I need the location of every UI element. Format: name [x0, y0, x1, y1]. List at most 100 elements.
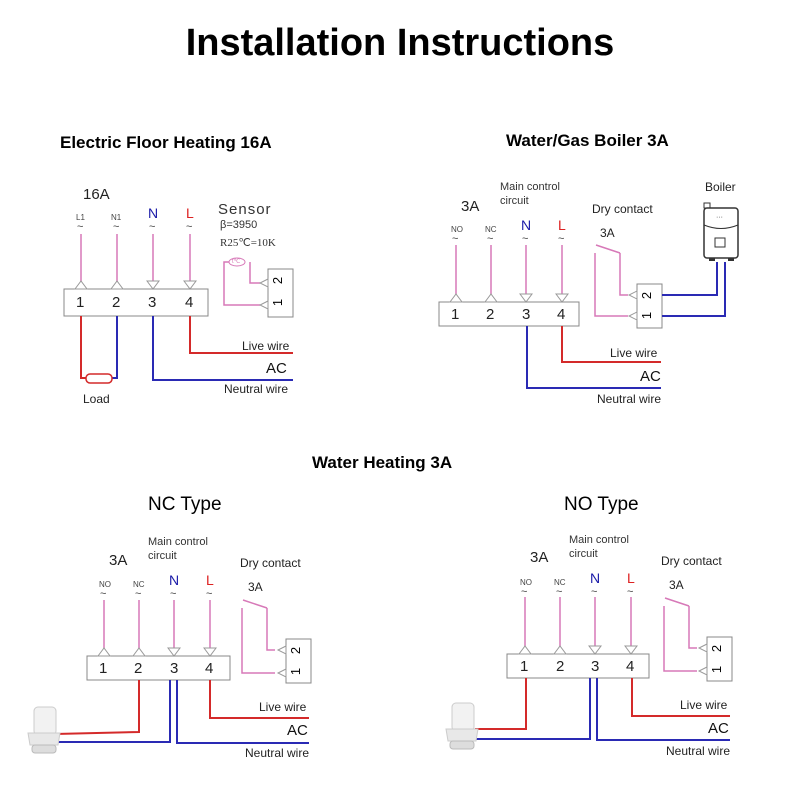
no-terminal-num-2: 2	[556, 658, 565, 675]
floor-terminal-label-4: L	[186, 205, 194, 221]
nc-terminal-num-3: 3	[170, 660, 179, 677]
no-terminal-label-4: L	[627, 570, 635, 586]
no-terminal-block	[506, 653, 650, 679]
boiler-tilde-1: ~	[452, 233, 459, 245]
no-terminal-num-3: 3	[591, 658, 600, 675]
load-neutral-wire	[110, 316, 118, 379]
floor-neutral-wire	[152, 316, 293, 381]
floor-signal-lines	[80, 234, 191, 282]
boiler-live-wire	[561, 326, 661, 363]
floor-ac-label: AC	[266, 360, 287, 377]
boiler-dry-pin-1: 1	[639, 311, 655, 320]
nc-terminal-num-2: 2	[134, 660, 143, 677]
nc-valve-live-wire	[54, 680, 140, 735]
boiler-tilde-4: ~	[558, 233, 565, 245]
boiler-heading: Water/Gas Boiler 3A	[506, 131, 669, 150]
nc-tilde-3: ~	[170, 588, 177, 600]
boiler-label: Boiler	[705, 180, 736, 194]
floor-terminal-label-1: L1	[76, 213, 85, 222]
no-neutral-wire-label: Neutral wire	[666, 744, 731, 758]
boiler-dry-contact-switch	[594, 244, 628, 317]
floor-heating-diagram	[63, 234, 294, 384]
nc-tilde-1: ~	[100, 588, 107, 600]
nc-dry-contact-label: Dry contact	[240, 556, 301, 570]
no-circuit: circuit	[569, 548, 598, 560]
floor-terminal-num-1: 1	[76, 294, 85, 311]
nc-type-heading: NC Type	[148, 494, 222, 515]
floor-tilde-4: ~	[186, 221, 193, 233]
boiler-terminal-num-3: 3	[522, 306, 531, 323]
boiler-neutral-wire-label: Neutral wire	[597, 392, 662, 406]
floor-tilde-2: ~	[113, 221, 120, 233]
no-valve-neutral-wire	[470, 678, 591, 740]
boiler-tilde-2: ~	[487, 233, 494, 245]
no-live-wire-label: Live wire	[680, 698, 728, 712]
floor-neutral-wire-label: Neutral wire	[224, 382, 289, 396]
floor-heading: Electric Floor Heating 16A	[60, 133, 272, 152]
svg-text:···: ···	[716, 214, 723, 221]
nc-dry-rating: 3A	[248, 580, 263, 594]
floor-terminal-label-3: N	[148, 205, 159, 221]
nc-live-wire-label: Live wire	[259, 700, 307, 714]
nc-dry-contact-block	[285, 638, 312, 684]
nc-ac-label: AC	[287, 722, 308, 739]
nc-terminal-label-4: L	[206, 572, 214, 588]
sensor-resistance: R25℃=10K	[220, 237, 276, 249]
boiler-ac-label: AC	[640, 368, 661, 385]
boiler-dry-pin-2: 2	[639, 291, 655, 300]
floor-terminal-num-3: 3	[148, 294, 157, 311]
no-tilde-1: ~	[521, 586, 528, 598]
boiler-wire-1	[662, 262, 726, 317]
boiler-dry-rating: 3A	[600, 226, 615, 240]
nc-terminal-label-3: N	[169, 572, 180, 588]
water-heating-heading: Water Heating 3A	[312, 453, 453, 472]
no-dry-pin-1: 1	[709, 665, 725, 674]
sensor-wires	[223, 261, 260, 306]
no-tilde-2: ~	[556, 586, 563, 598]
floor-terminal-arrows	[74, 280, 197, 290]
boiler-terminal-label-4: L	[558, 217, 566, 233]
no-main-control: Main control	[569, 534, 629, 546]
nc-terminal-block	[86, 655, 231, 681]
boiler-rating: 3A	[461, 198, 480, 215]
no-dry-rating: 3A	[669, 578, 684, 592]
nc-neutral-wire-label: Neutral wire	[245, 746, 310, 760]
no-live-wire	[631, 678, 730, 717]
nc-main-control: Main control	[148, 536, 208, 548]
nc-actuator-icon	[27, 706, 61, 754]
nc-terminal-num-1: 1	[99, 660, 108, 677]
floor-live-wire-label: Live wire	[242, 339, 290, 353]
nc-circuit: circuit	[148, 550, 177, 562]
boiler-wire-2	[662, 262, 718, 296]
load-label: Load	[83, 392, 110, 406]
no-terminal-label-3: N	[590, 570, 601, 586]
nc-rating: 3A	[109, 552, 128, 569]
floor-live-wire	[189, 316, 293, 354]
no-rating: 3A	[530, 549, 549, 566]
load-live-wire	[80, 316, 88, 379]
nc-valve-neutral-wire	[50, 680, 171, 743]
boiler-terminal-label-3: N	[521, 217, 532, 233]
no-terminal-num-4: 4	[626, 658, 635, 675]
floor-tilde-1: ~	[77, 221, 84, 233]
no-actuator-icon	[445, 702, 479, 750]
boiler-tilde-3: ~	[522, 233, 529, 245]
sensor-title: Sensor	[218, 201, 272, 218]
nc-terminal-label-1: NO	[99, 580, 111, 589]
nc-tilde-2: ~	[135, 588, 142, 600]
no-terminal-label-2: NC	[554, 578, 566, 587]
nc-terminal-label-2: NC	[133, 580, 145, 589]
boiler-terminal-label-1: NO	[451, 225, 463, 234]
floor-rating: 16A	[83, 186, 110, 203]
floor-terminal-block	[63, 288, 209, 317]
no-type-diagram	[445, 597, 733, 750]
boiler-terminal-label-2: NC	[485, 225, 497, 234]
load-resistor	[85, 373, 113, 384]
sensor-beta: β=3950	[220, 219, 258, 231]
no-valve-live-wire	[475, 678, 527, 730]
nc-tilde-4: ~	[206, 588, 213, 600]
boiler-terminal-block	[438, 301, 580, 327]
floor-terminal-num-4: 4	[185, 294, 194, 311]
page-title: Installation Instructions	[185, 22, 615, 64]
sensor-pin-1: 1	[270, 298, 286, 307]
